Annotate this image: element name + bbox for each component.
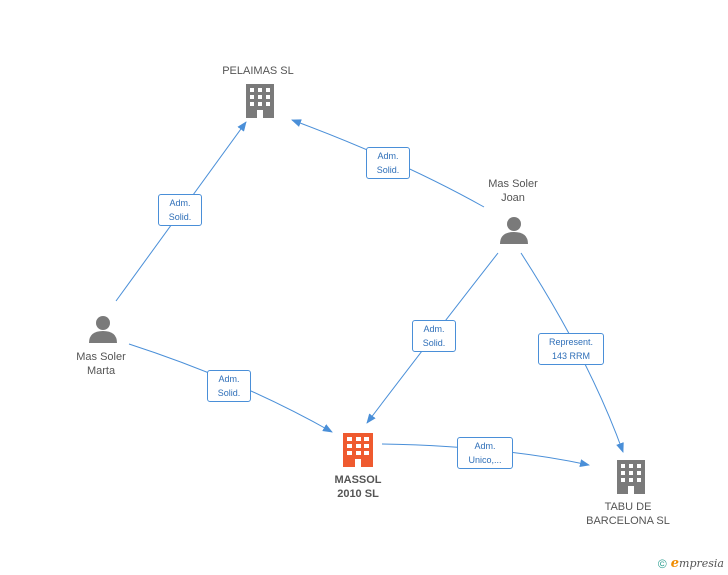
node-massol-label[interactable]: MASSOL 2010 SL [308, 473, 408, 501]
node-name-line1: Mas Soler [76, 351, 126, 363]
node-pelaimas-name: PELAIMAS SL [222, 65, 294, 77]
brand-logo: empresia [671, 556, 724, 571]
edge-label-joan-massol[interactable]: Adm. Solid. [412, 320, 456, 352]
edge-label-line2: Solid. [168, 212, 192, 222]
brand-name: mpresia [679, 557, 724, 570]
person-icon [500, 217, 528, 244]
node-pelaimas-label[interactable]: PELAIMAS SL [208, 64, 308, 78]
footer-brand: © empresia [658, 556, 724, 571]
person-icon [89, 316, 117, 343]
node-name-line2: 2010 SL [337, 488, 379, 500]
building-icon [343, 433, 373, 467]
edge-label-marta-massol[interactable]: Adm. Solid. [207, 370, 251, 402]
edge-label-line2: Solid. [422, 338, 446, 348]
edge-label-line1: Adm. [474, 441, 496, 451]
edge-label-line1: Adm. [377, 151, 399, 161]
copyright-icon: © [657, 556, 667, 571]
edge-label-marta-pelaimas[interactable]: Adm. Solid. [158, 194, 202, 226]
edge-label-massol-tabu[interactable]: Adm. Unico,... [457, 437, 513, 469]
building-icon [617, 460, 645, 494]
node-name-line2: Joan [501, 192, 525, 204]
edge-label-line1: Adm. [169, 198, 191, 208]
node-tabu-label[interactable]: TABU DE BARCELONA SL [578, 500, 678, 528]
edge-label-line2: 143 RRM [551, 351, 590, 361]
edge-label-line1: Represent. [548, 337, 594, 347]
edge-label-joan-pelaimas[interactable]: Adm. Solid. [366, 147, 410, 179]
node-name-line2: BARCELONA SL [586, 515, 670, 527]
edge-label-line2: Solid. [217, 388, 241, 398]
node-mas-soler-marta-label[interactable]: Mas Soler Marta [51, 350, 151, 378]
node-name-line1: MASSOL [334, 474, 382, 486]
edge-label-line1: Adm. [423, 324, 445, 334]
edge-label-joan-tabu[interactable]: Represent. 143 RRM [538, 333, 604, 365]
building-icon [246, 84, 274, 118]
node-mas-soler-joan-label[interactable]: Mas Soler Joan [463, 177, 563, 205]
node-name-line1: Mas Soler [488, 178, 538, 190]
brand-initial: e [670, 556, 680, 571]
edge-label-line2: Unico,... [468, 455, 502, 465]
edge-label-line2: Solid. [376, 165, 400, 175]
node-name-line2: Marta [86, 365, 116, 377]
node-name-line1: TABU DE [604, 501, 652, 513]
edge-label-line1: Adm. [218, 374, 240, 384]
